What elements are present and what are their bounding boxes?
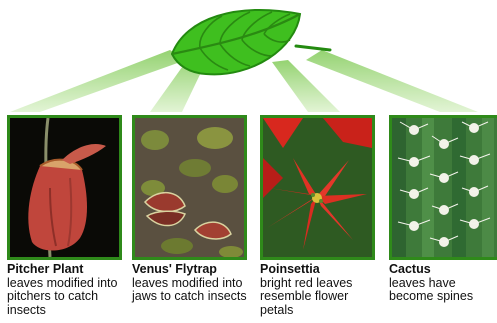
caption-venus-flytrap: Venus' Flytrap leaves modified into jaws… bbox=[132, 263, 250, 304]
plant-name: Poinsettia bbox=[260, 263, 378, 277]
plant-name: Cactus bbox=[389, 263, 495, 277]
photo-cactus bbox=[389, 115, 497, 260]
plant-description: leaves modified into jaws to catch insec… bbox=[132, 277, 250, 304]
plant-name: Venus' Flytrap bbox=[132, 263, 250, 277]
caption-poinsettia: Poinsettia bright red leaves resemble fl… bbox=[260, 263, 378, 317]
photo-pitcher-plant bbox=[7, 115, 122, 260]
photo-venus-flytrap bbox=[132, 115, 247, 260]
plant-name: Pitcher Plant bbox=[7, 263, 125, 277]
caption-pitcher-plant: Pitcher Plant leaves modified into pitch… bbox=[7, 263, 125, 317]
plant-description: leaves modified into pitchers to catch i… bbox=[7, 277, 125, 318]
beam-to-cactus bbox=[306, 50, 478, 112]
leaf-icon bbox=[172, 10, 330, 74]
plant-description: leaves have become spines bbox=[389, 277, 495, 304]
caption-cactus: Cactus leaves have become spines bbox=[389, 263, 495, 304]
plant-description: bright red leaves resemble flower petals bbox=[260, 277, 378, 318]
photo-poinsettia bbox=[260, 115, 375, 260]
